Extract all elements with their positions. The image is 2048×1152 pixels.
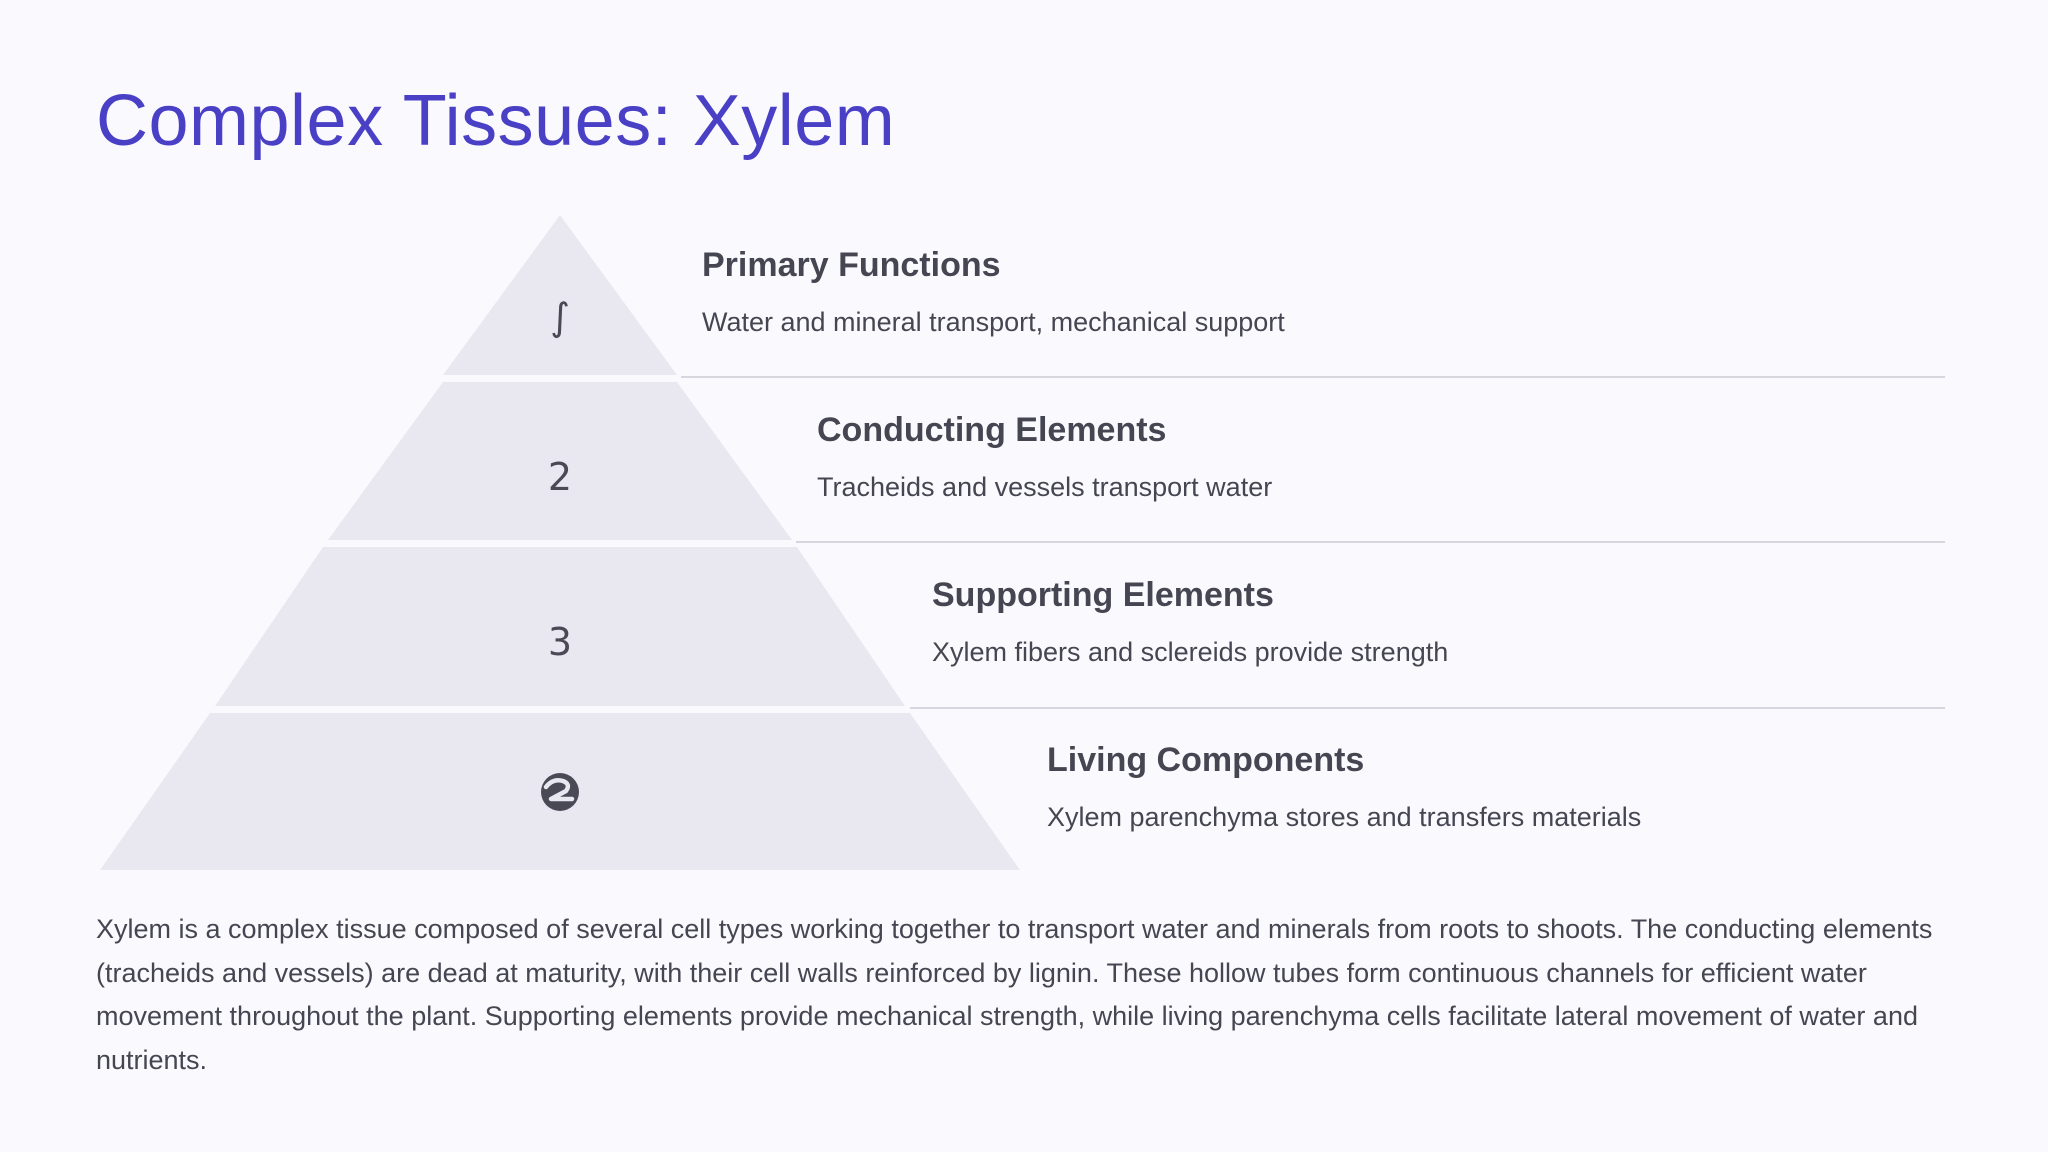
- level-detail: Tracheids and vessels transport water: [817, 471, 1273, 502]
- level-detail: Xylem fibers and sclereids provide stren…: [932, 636, 1449, 667]
- tier-number-2: 2: [548, 455, 572, 499]
- integral-icon: ∫: [550, 295, 570, 339]
- level-detail: Xylem parenchyma stores and transfers ma…: [1047, 801, 1642, 832]
- swirl-logo-icon: [541, 773, 579, 811]
- tier-number-3: 3: [548, 620, 572, 664]
- description-paragraph: Xylem is a complex tissue composed of se…: [96, 914, 1933, 1075]
- pyramid-tier-3: [215, 547, 905, 706]
- pyramid-diagram: ∫ 2 3: [100, 215, 1945, 870]
- pyramid-level-1: Primary Functions Water and mineral tran…: [702, 245, 1285, 338]
- pyramid-level-4: Living Components Xylem parenchyma store…: [1047, 740, 1641, 833]
- svg-text:∫: ∫: [550, 295, 570, 339]
- level-heading: Living Components: [1047, 741, 1365, 779]
- pyramid-level-3: Supporting Elements Xylem fibers and scl…: [932, 575, 1448, 668]
- level-heading: Conducting Elements: [817, 411, 1167, 449]
- page-title: Complex Tissues: Xylem: [96, 81, 896, 161]
- pyramid-tier-2: [328, 382, 792, 540]
- pyramid-tier-1: [443, 215, 677, 375]
- level-heading: Primary Functions: [702, 246, 1001, 284]
- pyramid-level-2: Conducting Elements Tracheids and vessel…: [817, 410, 1272, 503]
- level-detail: Water and mineral transport, mechanical …: [702, 306, 1285, 337]
- level-heading: Supporting Elements: [932, 576, 1274, 614]
